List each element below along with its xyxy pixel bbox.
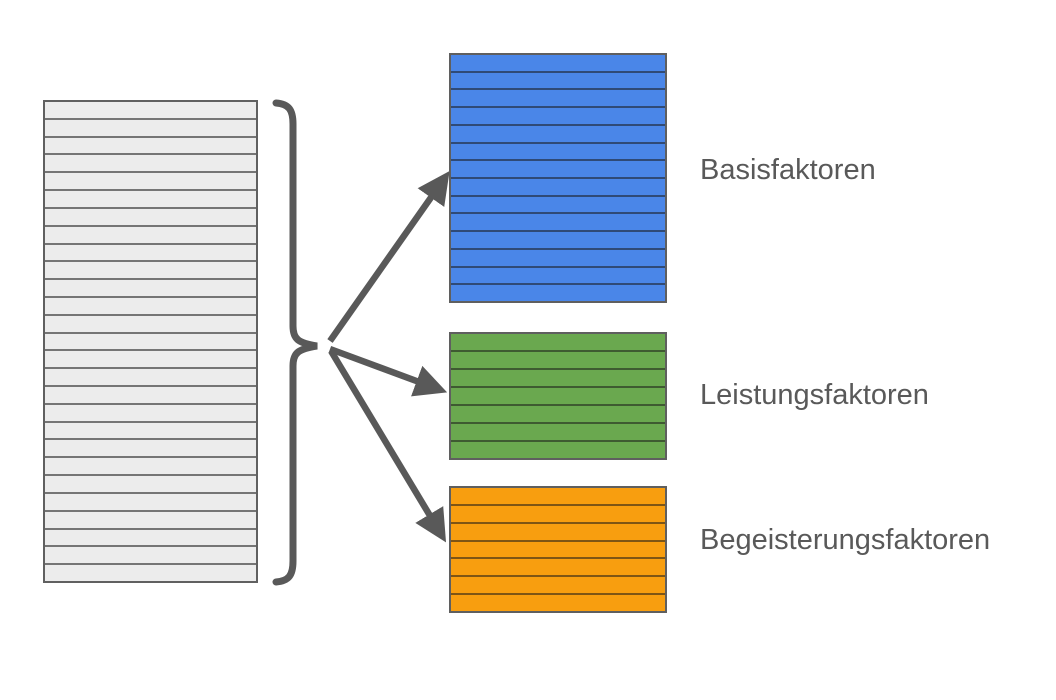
- list-row: [451, 250, 665, 268]
- list-row: [451, 232, 665, 250]
- list-row: [451, 559, 665, 578]
- list-row: [451, 524, 665, 542]
- category-label-leistungsfaktoren: Leistungsfaktoren: [700, 379, 929, 411]
- category-box-basisfaktoren: [449, 53, 667, 303]
- list-row: [45, 245, 256, 263]
- curly-brace: [272, 99, 318, 586]
- list-row: [45, 227, 256, 245]
- list-row: [451, 214, 665, 233]
- list-row: [45, 369, 256, 387]
- list-row: [451, 577, 665, 596]
- list-row: [45, 423, 256, 441]
- list-row: [451, 388, 665, 406]
- list-row: [45, 440, 256, 459]
- list-row: [451, 197, 665, 215]
- list-row: [45, 102, 256, 120]
- category-label-begeisterungsfaktoren: Begeisterungsfaktoren: [700, 524, 991, 556]
- list-row: [451, 126, 665, 144]
- list-row: [451, 161, 665, 180]
- list-row: [45, 458, 256, 477]
- list-row: [451, 55, 665, 73]
- list-row: [451, 406, 665, 424]
- list-row: [451, 144, 665, 162]
- list-row: [45, 565, 256, 581]
- source-list-box: [43, 100, 258, 583]
- list-row: [451, 370, 665, 388]
- list-row: [45, 298, 256, 316]
- category-box-leistungsfaktoren: [449, 332, 667, 460]
- list-row: [45, 155, 256, 174]
- list-row: [45, 173, 256, 192]
- list-row: [45, 120, 256, 138]
- list-row: [45, 351, 256, 370]
- arrow-to-basisfaktoren: [327, 171, 450, 343]
- list-row: [451, 424, 665, 442]
- list-row: [45, 138, 256, 156]
- list-row: [451, 488, 665, 506]
- list-row: [45, 476, 256, 494]
- list-row: [45, 280, 256, 298]
- list-row: [451, 542, 665, 560]
- list-row: [45, 530, 256, 548]
- list-row: [451, 179, 665, 197]
- list-row: [451, 352, 665, 370]
- list-row: [45, 191, 256, 209]
- list-row: [45, 405, 256, 423]
- list-row: [451, 506, 665, 524]
- list-row: [451, 334, 665, 352]
- list-row: [45, 316, 256, 334]
- list-row: [45, 334, 256, 352]
- list-row: [451, 285, 665, 301]
- arrow-to-leistungsfaktoren: [328, 345, 448, 397]
- category-box-begeisterungsfaktoren: [449, 486, 667, 613]
- list-row: [45, 387, 256, 405]
- arrow-to-begeisterungsfaktoren: [328, 349, 447, 543]
- list-row: [45, 512, 256, 530]
- list-row: [451, 73, 665, 91]
- list-row: [451, 595, 665, 611]
- list-row: [451, 268, 665, 286]
- list-row: [45, 262, 256, 281]
- list-row: [451, 442, 665, 458]
- category-label-basisfaktoren: Basisfaktoren: [700, 154, 876, 186]
- list-row: [45, 547, 256, 566]
- list-row: [451, 90, 665, 109]
- list-row: [45, 209, 256, 227]
- list-row: [45, 494, 256, 512]
- list-row: [451, 108, 665, 126]
